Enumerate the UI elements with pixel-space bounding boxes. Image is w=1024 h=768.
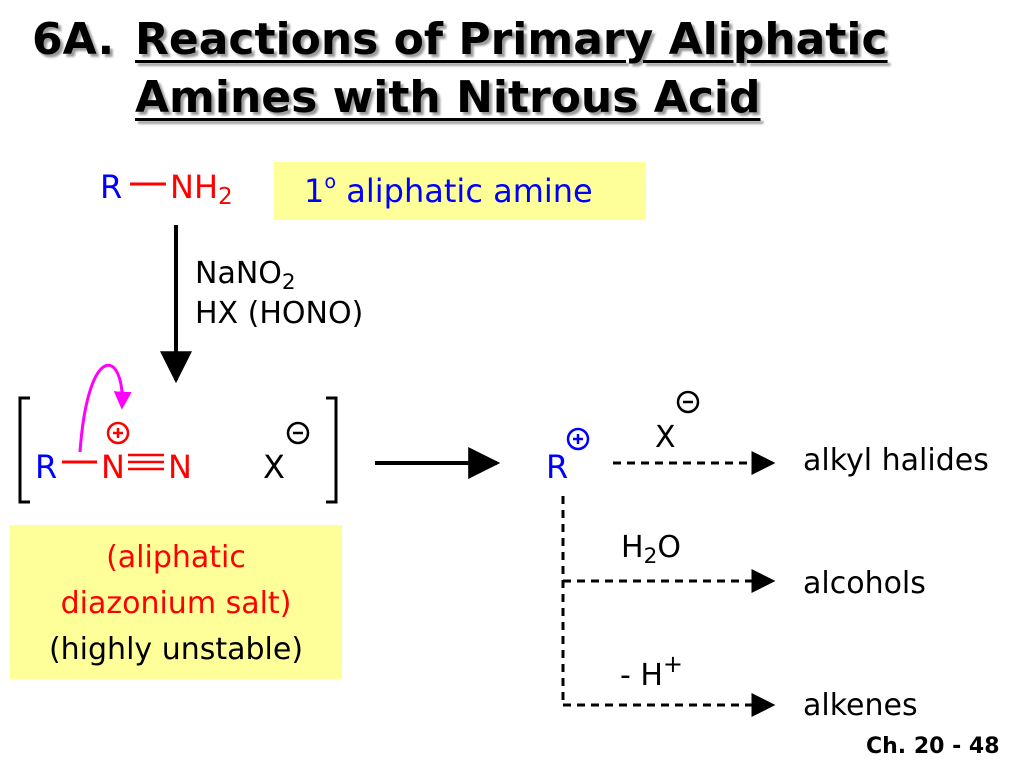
carbocation-charge-icon [566, 427, 590, 451]
carbocation-r: R [546, 448, 569, 486]
salt-label-line-1: (aliphatic [106, 540, 246, 575]
diazonium-n2: N [168, 448, 192, 486]
diazonium-r: R [35, 448, 58, 486]
halide-charge-icon [676, 390, 700, 414]
branch-reagent-proton: - H+ [620, 649, 684, 693]
product-alcohols: alcohols [803, 566, 926, 601]
reagent-hx: HX (HONO) [195, 296, 364, 331]
diazonium-n1: N [101, 448, 125, 486]
salt-label-line-3: (highly unstable) [48, 632, 304, 667]
slide-number: 6A. [32, 14, 115, 65]
electron-push-arrow [78, 363, 132, 453]
diazonium-salt-label: (aliphatic diazonium salt) (highly unsta… [10, 525, 342, 679]
amine-nh2: NH2 [170, 168, 233, 211]
positive-charge-icon [106, 421, 130, 445]
amine-type-label: 1o aliphatic amine [274, 162, 646, 220]
left-bracket [18, 396, 30, 504]
product-alkyl-halides: alkyl halides [803, 443, 989, 478]
slide-title-line-1: Reactions of Primary Aliphatic [135, 14, 888, 65]
amine-r: R [100, 168, 123, 206]
slide-title-line-2: Amines with Nitrous Acid [135, 72, 761, 123]
slide-footer: Ch. 20 - 48 [866, 734, 1000, 759]
product-alkenes: alkenes [803, 688, 918, 723]
branch-reagent-halide: X [655, 420, 676, 455]
salt-label-line-2: diazonium salt) [60, 586, 292, 621]
diazonium-anion: X [263, 448, 285, 486]
branch-reagent-water: H2O [621, 530, 681, 570]
negative-charge-icon [286, 421, 310, 445]
right-bracket [326, 396, 338, 504]
reagent-nano2: NaNO2 [195, 256, 296, 296]
